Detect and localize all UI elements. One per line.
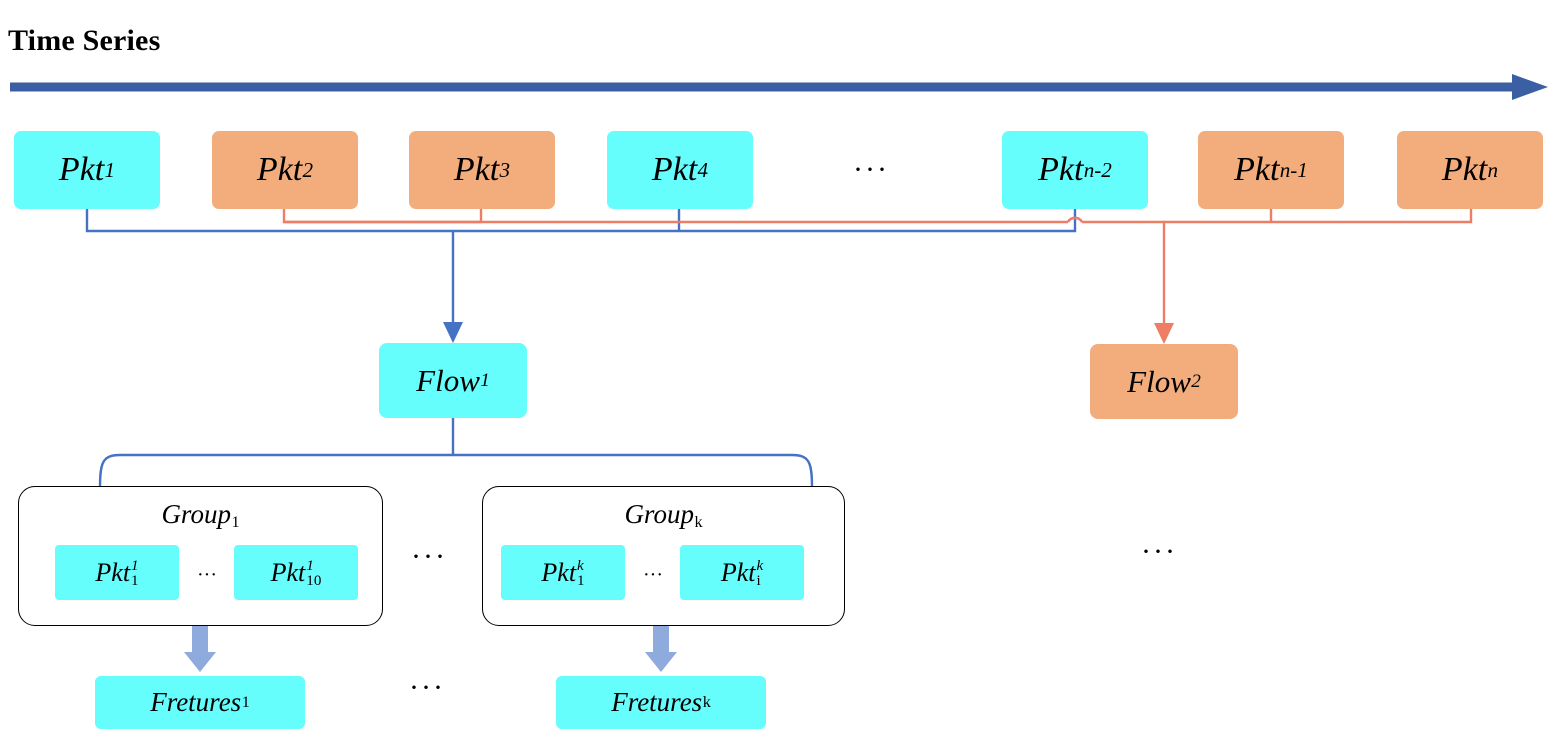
groups-trailing-ellipsis: ··· [1141,535,1177,568]
group-label: Group [624,499,694,529]
packet-label: Pkt [453,151,500,188]
flow1-connector [85,209,1077,325]
flow2-arrowhead [1154,323,1174,344]
grp-packet-label: Pkt [270,557,306,587]
grp-packet-label: Pkt [541,557,577,587]
flow-label: Flow [1127,363,1191,399]
grp-packet-subscript: i [756,572,761,589]
features-label: Fretures [611,687,703,717]
packet-label: Pkt [1441,151,1488,188]
packet-subscript: 2 [302,157,314,182]
time-axis-arrow [10,74,1548,100]
features-row-ellipsis: ··· [409,671,445,704]
grp-packet-subscript: 1 [577,572,585,589]
flow-subscript: 1 [480,369,490,391]
packet-subscript: 3 [499,157,511,182]
page-title: Time Series [8,24,161,57]
grp-packet-label: Pkt [720,557,756,587]
features-label: Fretures [150,687,242,717]
features-subscript: k [702,693,711,711]
group-subscript: 1 [231,513,240,532]
packet-label: Pkt [58,151,105,188]
groupk-to-features-arrow [645,626,677,672]
flow-subscript: 2 [1191,370,1201,392]
group-k-title: Groupk [483,499,844,532]
packet-label: Pkt [1234,151,1280,188]
features-subscript: 1 [241,693,250,711]
grp-packet-superscript: 1 [131,557,139,574]
grp-packet-superscript: k [577,557,584,574]
grp-packet-subscript: 10 [306,572,322,589]
group-subscript: k [694,513,703,532]
between-groups-ellipsis: ··· [411,540,447,573]
flow2-connector [282,209,1473,326]
grp-packet-superscript: k [756,557,764,574]
group-label: Group [161,499,231,529]
flow-to-groups-connector [98,418,814,488]
group-1-inner-ellipsis: ··· [197,564,217,586]
group-1-title: Group1 [19,499,382,532]
grp-packet-superscript: 1 [306,557,314,574]
packet-subscript: n-2 [1083,157,1112,182]
packet-subscript: n [1487,157,1499,182]
group1-to-features-arrow [184,626,216,672]
packet-label: Pkt [256,151,303,188]
group-k-inner-ellipsis: ··· [643,564,663,586]
packet-subscript: n-1 [1279,157,1308,182]
grp-packet-subscript: 1 [131,572,139,589]
packet-subscript: 1 [104,157,116,182]
packet-label: Pkt [651,151,698,188]
flow1-arrowhead [443,322,463,343]
packet-subscript: 4 [697,157,709,182]
grp-packet-label: Pkt [95,557,131,587]
packet-label: Pkt [1038,151,1084,188]
packet-row-ellipsis: ··· [853,153,889,186]
flow-label: Flow [416,362,480,398]
